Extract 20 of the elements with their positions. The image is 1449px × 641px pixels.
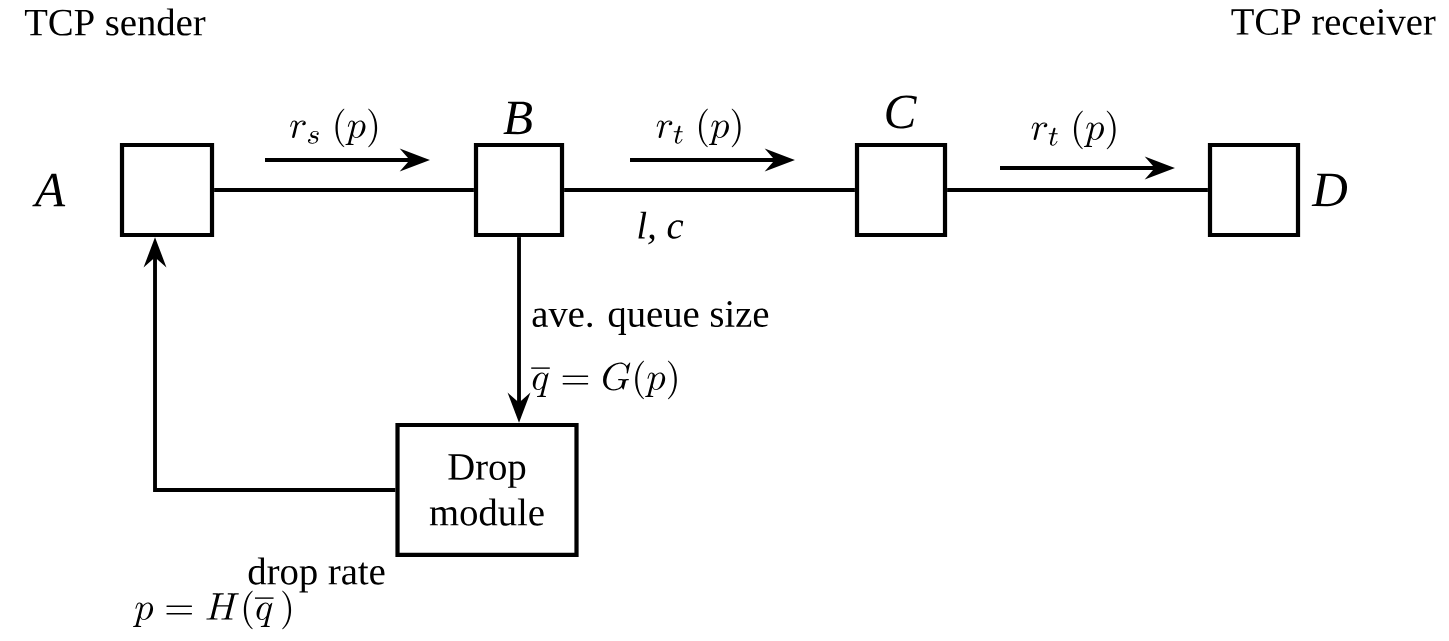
rate-label: $r_t\ (p)$ — [1031, 110, 1116, 150]
edge-label: ave. queue size — [527, 297, 773, 339]
node-box — [473, 142, 565, 238]
side-label: TCP sender — [24, 8, 206, 36]
node-box — [1207, 142, 1301, 238]
node-box — [854, 142, 948, 238]
connector-line — [947, 188, 1208, 192]
node-box — [119, 142, 215, 238]
node-letter: B — [503, 101, 532, 135]
drop-module-box: Drop module — [395, 422, 579, 558]
edge-label: l, c — [632, 208, 688, 248]
formula-label: $\overline{q}=G(p)$ — [531, 360, 677, 400]
side-label: TCP receiver — [1231, 9, 1436, 35]
rate-label: $r_t\ (p)$ — [656, 108, 741, 148]
node-letter: C — [886, 95, 917, 129]
node-letter: D — [1311, 173, 1347, 207]
node-letter: A — [32, 173, 66, 207]
connector-line — [564, 188, 855, 192]
connector-line — [214, 188, 474, 192]
rate-label: $r_s\ (p)$ — [290, 108, 378, 148]
